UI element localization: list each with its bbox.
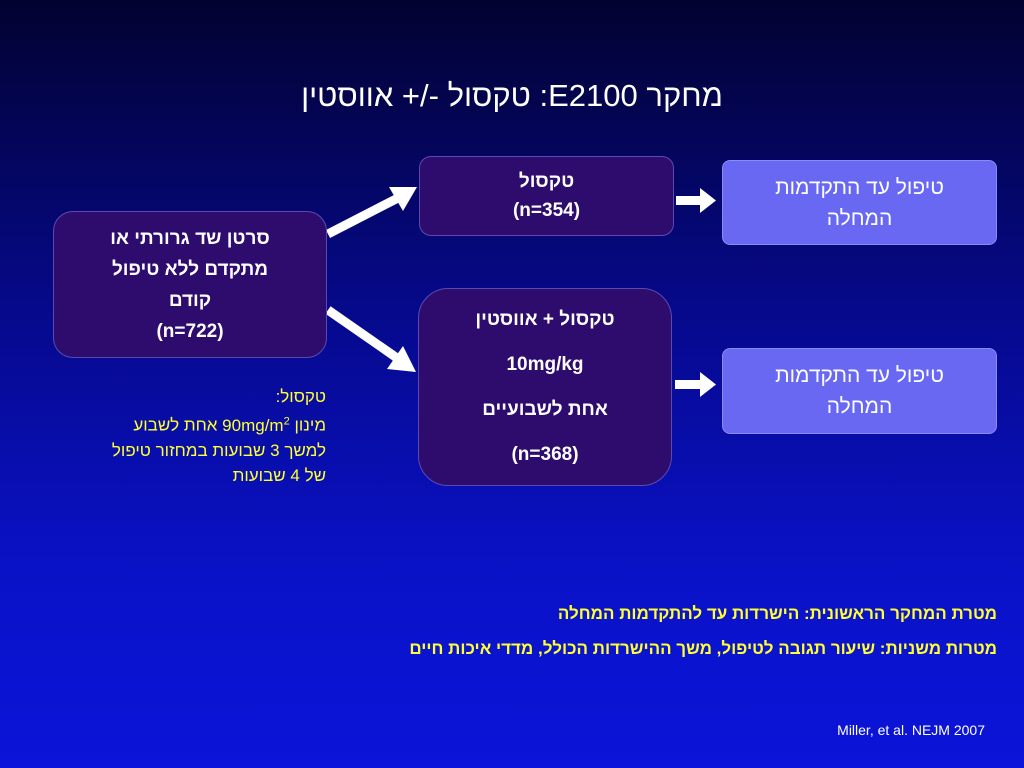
citation: Miller, et al. NEJM 2007 <box>837 722 985 738</box>
outcome-box-1: טיפול עד התקדמות המחלה <box>722 160 997 245</box>
study-objectives: מטרת המחקר הראשונית: הישרדות עד להתקדמות… <box>100 596 997 666</box>
outcome-2-line-1: טיפול עד התקדמות <box>775 364 944 387</box>
dosing-frequency: אחת לשבוע <box>133 415 218 435</box>
outcome-box-2: טיפול עד התקדמות המחלה <box>722 348 997 434</box>
population-line-3: קודם <box>168 289 212 311</box>
combo-arm-box: טקסול + אווסטין 10mg/kg אחת לשבועיים (n=… <box>418 288 672 486</box>
population-line-2: מתקדם ללא טיפול <box>111 258 269 280</box>
secondary-objectives: מטרות משניות: שיעור תגובה לטיפול, משך הה… <box>409 639 997 658</box>
slide-title: מחקר E2100: טקסול -/+ אווסטין <box>301 78 723 113</box>
dosing-line-1: מינון 90mg/m2 אחת לשבוע <box>40 409 326 438</box>
combo-arm-label: טקסול + אווסטין <box>475 309 615 330</box>
primary-objective: מטרת המחקר הראשונית: הישרדות עד להתקדמות… <box>557 604 997 623</box>
outcome-1-line-1: טיפול עד התקדמות <box>775 175 944 199</box>
arrow-to-paclitaxel-arm <box>325 187 417 239</box>
dosing-line-3: של 4 שבועות <box>232 465 326 485</box>
paclitaxel-arm-box: טקסול (n=354) <box>419 156 674 236</box>
population-line-1: סרטן שד גרורתי או <box>110 227 270 249</box>
dosing-line-2: למשך 3 שבועות במחזור טיפול <box>111 440 326 460</box>
population-count: (n=722) <box>156 320 224 342</box>
arrow-to-outcome-2 <box>675 372 716 397</box>
paclitaxel-dosing-note: טקסול: מינון 90mg/m2 אחת לשבוע למשך 3 שב… <box>40 384 326 488</box>
dosing-heading: טקסול: <box>275 387 326 406</box>
dosing-dose: 90mg/m2 <box>222 415 290 435</box>
arrow-to-combo-arm <box>325 306 416 372</box>
paclitaxel-arm-label: טקסול <box>518 171 575 192</box>
combo-arm-dose: 10mg/kg <box>506 354 584 375</box>
dosing-prefix: מינון <box>294 415 326 435</box>
combo-arm-frequency: אחת לשבועיים <box>482 399 608 420</box>
population-box: סרטן שד גרורתי או מתקדם ללא טיפול קודם (… <box>53 211 327 358</box>
paclitaxel-arm-count: (n=354) <box>512 200 581 221</box>
outcome-1-line-2: המחלה <box>826 206 893 230</box>
arrow-to-outcome-1 <box>676 188 716 213</box>
outcome-2-line-2: המחלה <box>826 395 893 418</box>
combo-arm-count: (n=368) <box>511 444 579 465</box>
